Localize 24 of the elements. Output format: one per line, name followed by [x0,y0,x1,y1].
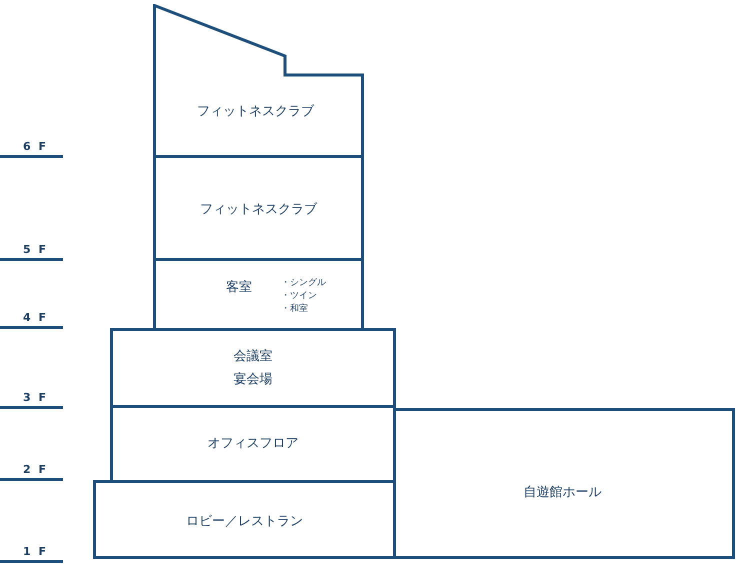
floor-number: 4 F [23,311,48,324]
floor-number: 2 F [23,463,48,476]
floor-block [93,480,396,559]
floor-label: 宴会場 [232,372,274,388]
floor-number: 3 F [23,391,48,404]
floor-label: ロビー／レストラン [185,514,304,530]
room-type: ・シングル [281,278,326,289]
floor-block [110,408,396,480]
tower-floor [153,4,364,158]
floor-number: 1 F [23,545,48,558]
room-type: ・和室 [281,304,308,315]
floor-block [153,261,364,328]
floor-label: フィットネスクラブ [196,104,316,120]
floor-number: 6 F [23,140,48,153]
floor-number: 5 F [23,243,48,256]
room-type: ・ツイン [281,291,317,302]
floor-label: フィットネスクラブ [199,202,318,218]
floor-label: 自遊館ホール [522,485,602,501]
floor-block [396,408,735,559]
floor-block [110,328,396,408]
floor-label: 客室 [226,280,252,296]
floor-block [153,158,364,261]
floor-label: オフィスフロア [206,436,300,452]
floor-label: 会議室 [232,349,274,365]
